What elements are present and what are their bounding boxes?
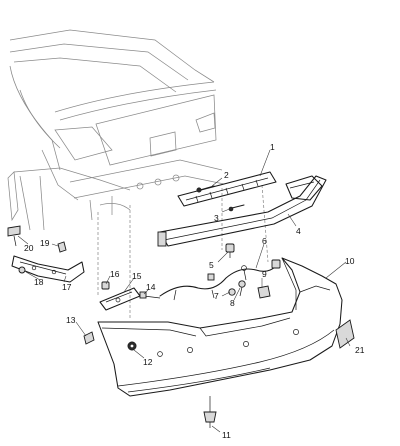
callout-2: 2 <box>224 170 229 180</box>
part-2-bolt <box>196 185 215 193</box>
part-20-fastener <box>7 225 21 247</box>
callout-8: 8 <box>230 298 235 308</box>
part-12-grommet <box>127 341 137 351</box>
callout-6: 6 <box>262 236 267 246</box>
part-10-bumper-fascia <box>97 257 343 397</box>
part-3-bolt <box>228 204 245 212</box>
callout-17: 17 <box>62 282 72 292</box>
callout-16: 16 <box>110 269 120 279</box>
callout-labels: 1 2 3 4 5 6 7 8 9 10 11 12 13 14 15 16 1… <box>24 142 365 440</box>
callout-15: 15 <box>132 271 142 281</box>
part-8-sensor <box>238 280 246 297</box>
callout-19: 19 <box>40 238 50 248</box>
part-14-connector <box>139 291 161 299</box>
callout-20: 20 <box>24 243 34 253</box>
vehicle-rear-body <box>7 29 225 231</box>
part-4-impact-bar <box>157 175 327 247</box>
callout-12: 12 <box>143 357 153 367</box>
callout-1: 1 <box>270 142 275 152</box>
callout-5: 5 <box>209 260 214 270</box>
callout-9: 9 <box>262 269 267 279</box>
callout-21: 21 <box>355 345 365 355</box>
callout-14: 14 <box>146 282 156 292</box>
part-13-clip <box>83 331 95 345</box>
callout-13: 13 <box>66 315 76 325</box>
part-1-energy-absorber <box>177 171 277 207</box>
part-9-bracket <box>257 285 271 299</box>
part-5-retainer <box>225 243 235 258</box>
callout-4: 4 <box>296 226 301 236</box>
part-16-retainer <box>101 281 110 290</box>
alignment-lines <box>97 184 269 318</box>
part-7-sensor <box>228 288 236 296</box>
callout-7: 7 <box>214 291 219 301</box>
part-21-cover <box>335 319 355 349</box>
leader-lines <box>17 149 351 433</box>
part-6-wiring-harness <box>159 259 281 301</box>
callout-3: 3 <box>214 213 219 223</box>
callout-18: 18 <box>34 277 44 287</box>
part-15-bracket <box>99 287 141 311</box>
part-19-clip <box>57 241 67 253</box>
callout-11: 11 <box>222 430 231 440</box>
part-11-screw <box>203 396 217 428</box>
callout-10: 10 <box>345 256 355 266</box>
part-18-screw <box>18 266 26 274</box>
